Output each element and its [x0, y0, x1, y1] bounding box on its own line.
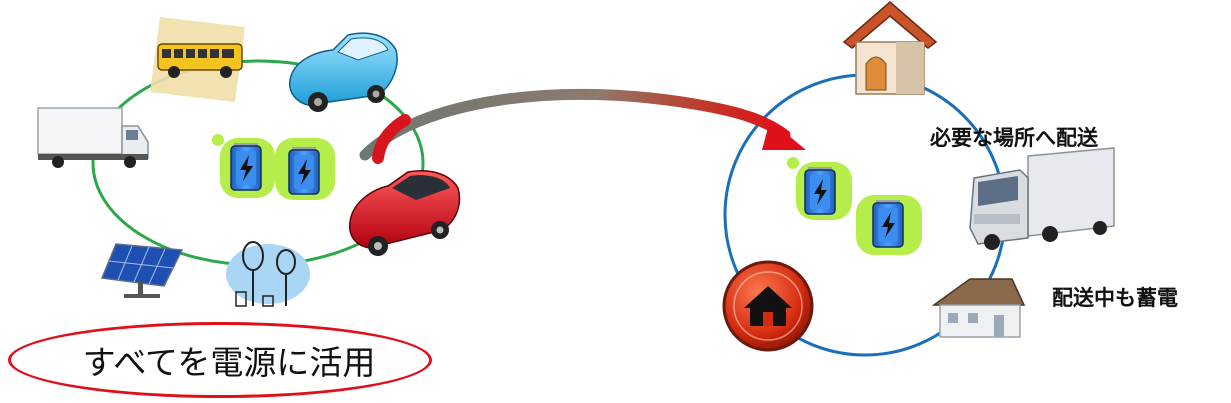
home-button-icon	[722, 260, 814, 352]
battery-icon	[804, 166, 836, 215]
school-bus-icon	[150, 17, 245, 102]
battery-icon	[288, 146, 320, 195]
battery-group-right	[787, 157, 922, 255]
battery-group-left	[212, 134, 335, 200]
arrow-head	[762, 120, 806, 150]
small-house-icon	[931, 278, 1026, 338]
wind-turbine-icon	[226, 241, 310, 307]
solar-panel-icon	[100, 243, 184, 298]
delivery-label: 必要な場所へ配送	[930, 126, 1098, 150]
blue-car-icon	[288, 32, 398, 112]
box-truck-icon	[37, 107, 149, 168]
battery-icon	[872, 199, 904, 248]
caption-oval: すべてを電源に活用	[8, 322, 432, 398]
battery-icon	[230, 142, 262, 191]
transfer-arrow	[359, 88, 806, 164]
red-car-icon	[348, 170, 461, 256]
delivery-truck-icon	[969, 147, 1115, 250]
house-icon	[842, 1, 938, 95]
caption-text: すべてを電源に活用	[82, 343, 376, 382]
charging-label: 配送中も蓄電	[1052, 286, 1178, 310]
arrow-tail	[372, 114, 411, 164]
